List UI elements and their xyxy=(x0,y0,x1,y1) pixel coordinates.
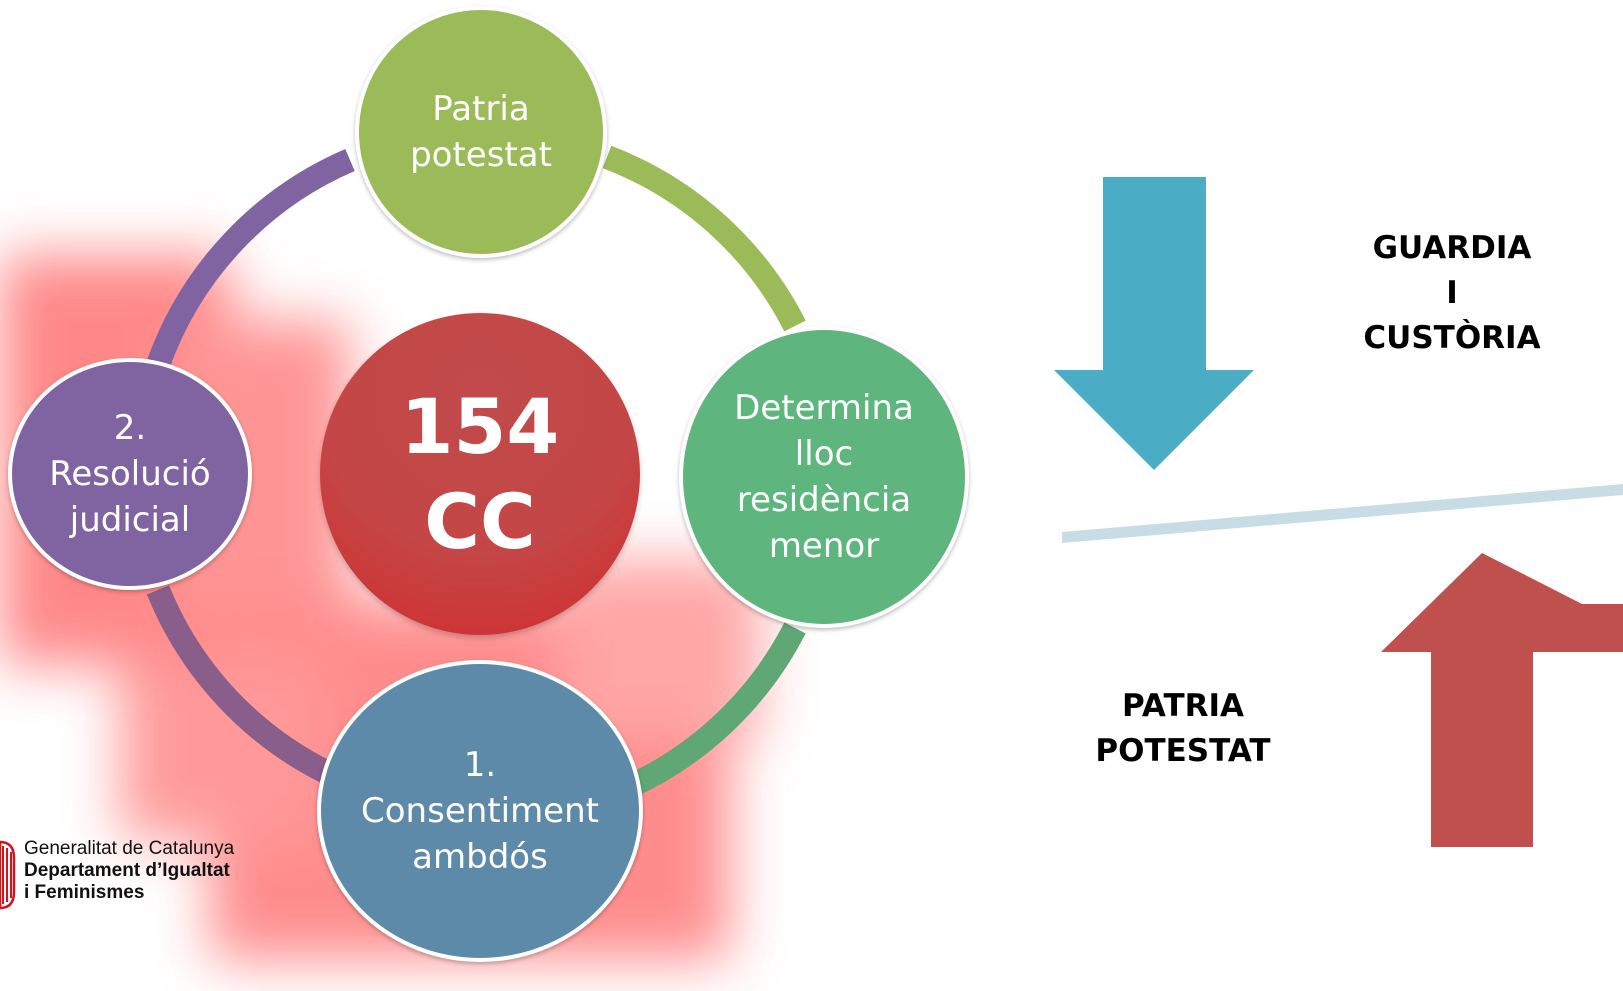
ring-segment-top-right xyxy=(602,145,806,332)
node-resolucio-judicial: 2. Resolució judicial xyxy=(8,358,252,590)
node-label: 2. Resolució judicial xyxy=(49,408,211,540)
up-arrow-edge xyxy=(1533,604,1623,652)
center-node-154-cc: 154 CC xyxy=(320,313,640,635)
ring-segment-bottom-left xyxy=(146,585,336,785)
generalitat-emblem-icon xyxy=(0,840,16,910)
center-node-label: 154 CC xyxy=(400,382,560,566)
logo-line-2: Departament d’Igualtat xyxy=(24,860,230,881)
up-arrow xyxy=(1381,553,1582,847)
ring-segment-left-top xyxy=(146,148,355,370)
label-patria-potestat: PATRIA POTESTAT xyxy=(1095,688,1271,769)
node-label: Patria potestat xyxy=(410,89,552,175)
label-guardia-custodia: GUARDIA I CUSTÒRIA xyxy=(1363,230,1541,356)
logo-line-3: i Feminismes xyxy=(24,882,145,903)
generalitat-logo: Generalitat de Catalunya Departament d’I… xyxy=(0,836,280,916)
node-label: 1. Consentiment ambdós xyxy=(361,745,599,877)
node-determina-residencia: Determina lloc residència menor xyxy=(679,326,969,628)
logo-line-1: Generalitat de Catalunya xyxy=(24,838,235,859)
down-arrow xyxy=(1054,177,1254,470)
balance-line xyxy=(1062,484,1623,543)
ring-segment-right-bottom xyxy=(617,622,806,802)
node-consentiment-ambdos: 1. Consentiment ambdós xyxy=(317,660,643,962)
node-label: Determina lloc residència menor xyxy=(734,388,914,566)
node-patria-potestat: Patria potestat xyxy=(355,6,607,258)
